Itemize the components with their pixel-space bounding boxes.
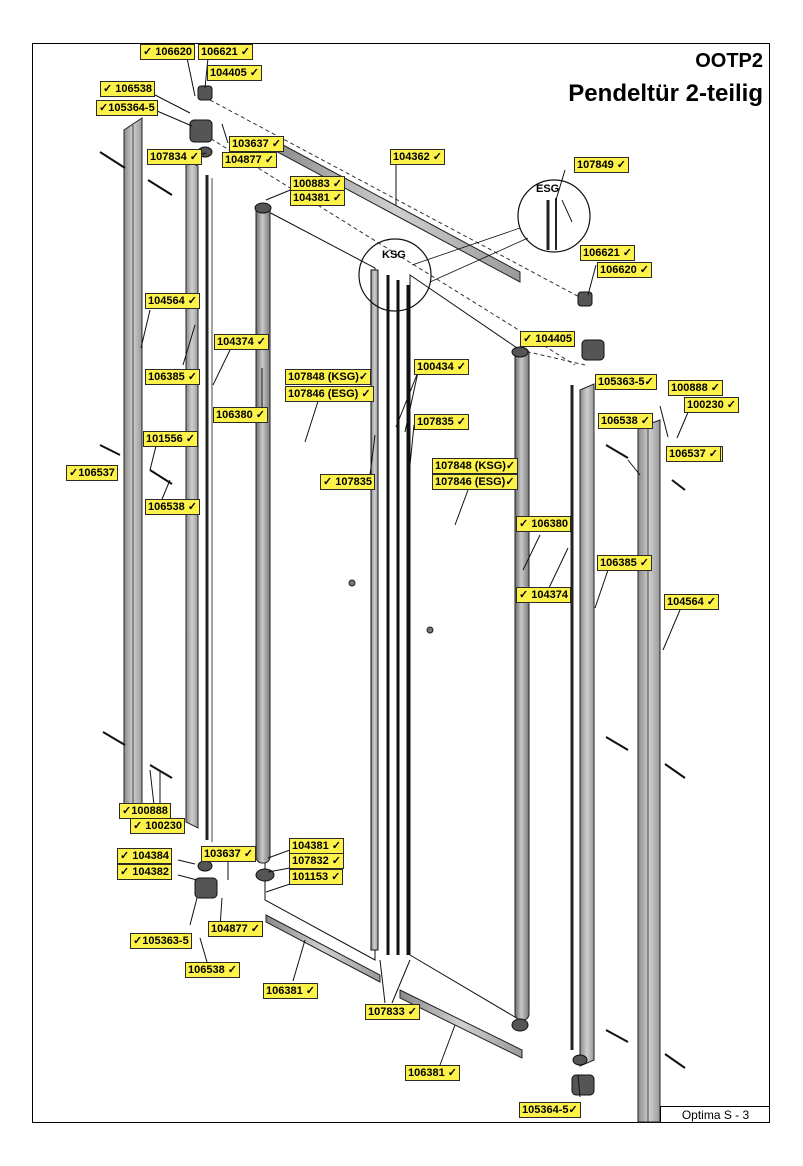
part-number-label: 107846 (ESG) ✓ [285, 386, 374, 402]
part-number-label: ✓ 106380 [516, 516, 571, 532]
part-number-label: 107835 ✓ [414, 414, 469, 430]
part-number-label: ✓ 106538 [100, 81, 155, 97]
part-number-label: 107833 ✓ [365, 1004, 420, 1020]
part-number-label: 107848 (KSG)✓ [432, 458, 519, 474]
part-number-label: ✓ 100230 [130, 818, 185, 834]
part-number-label: 104564 ✓ [145, 293, 200, 309]
part-number-label: 104381 ✓ [289, 838, 344, 854]
left-wall-profile [123, 117, 143, 819]
part-number-label: 107848 (KSG)✓ [285, 369, 372, 385]
drawing-frame [32, 43, 770, 1123]
esg-magnifier-label: ESG [536, 183, 559, 195]
part-number-label: 104877 ✓ [222, 152, 277, 168]
fixing-screws [99, 151, 686, 1069]
part-number-label: 103637 ✓ [229, 136, 284, 152]
part-number-label: 104374 ✓ [214, 334, 269, 350]
part-number-label: 105364-5✓ [519, 1102, 581, 1118]
part-number-label: 107849 ✓ [574, 157, 629, 173]
part-number-label: 106385 ✓ [597, 555, 652, 571]
part-number-label: 100230 ✓ [684, 397, 739, 413]
part-number-label: ✓105364-5 [96, 100, 158, 116]
assembly-guide-lines [204, 99, 586, 366]
part-number-label: 106381 ✓ [263, 983, 318, 999]
part-number-label: ✓106537 [66, 465, 118, 481]
part-number-label: 104877 ✓ [208, 921, 263, 937]
drawing-title: Pendeltür 2-teilig [568, 80, 763, 107]
part-number-label: 106620 ✓ [597, 262, 652, 278]
right-seal-profile [570, 383, 595, 1067]
left-seal-profile [185, 159, 213, 842]
part-number-label: 106380 ✓ [213, 407, 268, 423]
magnifier-connectors [411, 227, 529, 283]
part-number-label: ✓ 106620 [140, 44, 195, 60]
part-number-label: 106538 ✓ [145, 499, 200, 515]
part-number-label: 107834 ✓ [147, 149, 202, 165]
part-number-label: 106537 ✓ [666, 446, 721, 462]
part-number-label: 103637 ✓ [201, 846, 256, 862]
part-number-label: 107846 (ESG)✓ [432, 474, 518, 490]
part-number-label: 106621 ✓ [198, 44, 253, 60]
part-number-label: 101556 ✓ [143, 431, 198, 447]
part-number-label: 104381 ✓ [290, 190, 345, 206]
leader-lines [140, 57, 690, 1098]
part-number-label: 107832 ✓ [289, 853, 344, 869]
right-hinge-tube [514, 347, 530, 1021]
part-number-label: 105363-5✓ [595, 374, 657, 390]
ksg-magnifier: KSG [358, 238, 432, 312]
part-number-label: ✓ 104405 [520, 331, 575, 347]
esg-magnifier: ESG [517, 179, 591, 253]
page-footer: Optima S - 3 [660, 1106, 770, 1123]
ksg-magnifier-label: KSG [382, 249, 406, 261]
part-number-label: 104362 ✓ [390, 149, 445, 165]
part-number-label: 104405 ✓ [207, 65, 262, 81]
part-number-label: 106621 ✓ [580, 245, 635, 261]
part-number-label: 104564 ✓ [664, 594, 719, 610]
center-seal-strips [370, 269, 410, 955]
part-number-label: 106385 ✓ [145, 369, 200, 385]
bottom-rail-right [399, 989, 523, 1059]
right-wall-profile [637, 419, 661, 1123]
part-number-label: 101153 ✓ [289, 869, 344, 885]
part-number-label: ✓ 104384 [117, 848, 172, 864]
left-hinge-tube [255, 204, 271, 864]
part-number-label: ✓105363-5 [130, 933, 192, 949]
part-number-label: 106381 ✓ [405, 1065, 460, 1081]
part-number-label: ✓ 104382 [117, 864, 172, 880]
part-number-label: ✓ 107835 [320, 474, 375, 490]
part-number-label: 100888 ✓ [668, 380, 723, 396]
part-number-label: 100434 ✓ [414, 359, 469, 375]
handle-knobs [348, 579, 434, 634]
drawing-code: OOTP2 [695, 50, 763, 72]
part-number-label: ✓ 104374 [516, 587, 571, 603]
hinge-hardware [189, 85, 605, 1096]
part-number-label: ✓100888 [119, 803, 171, 819]
part-number-label: 106538 ✓ [598, 413, 653, 429]
bottom-rail-left [265, 914, 381, 983]
part-number-label: 106538 ✓ [185, 962, 240, 978]
right-glass-pane [409, 274, 521, 1021]
